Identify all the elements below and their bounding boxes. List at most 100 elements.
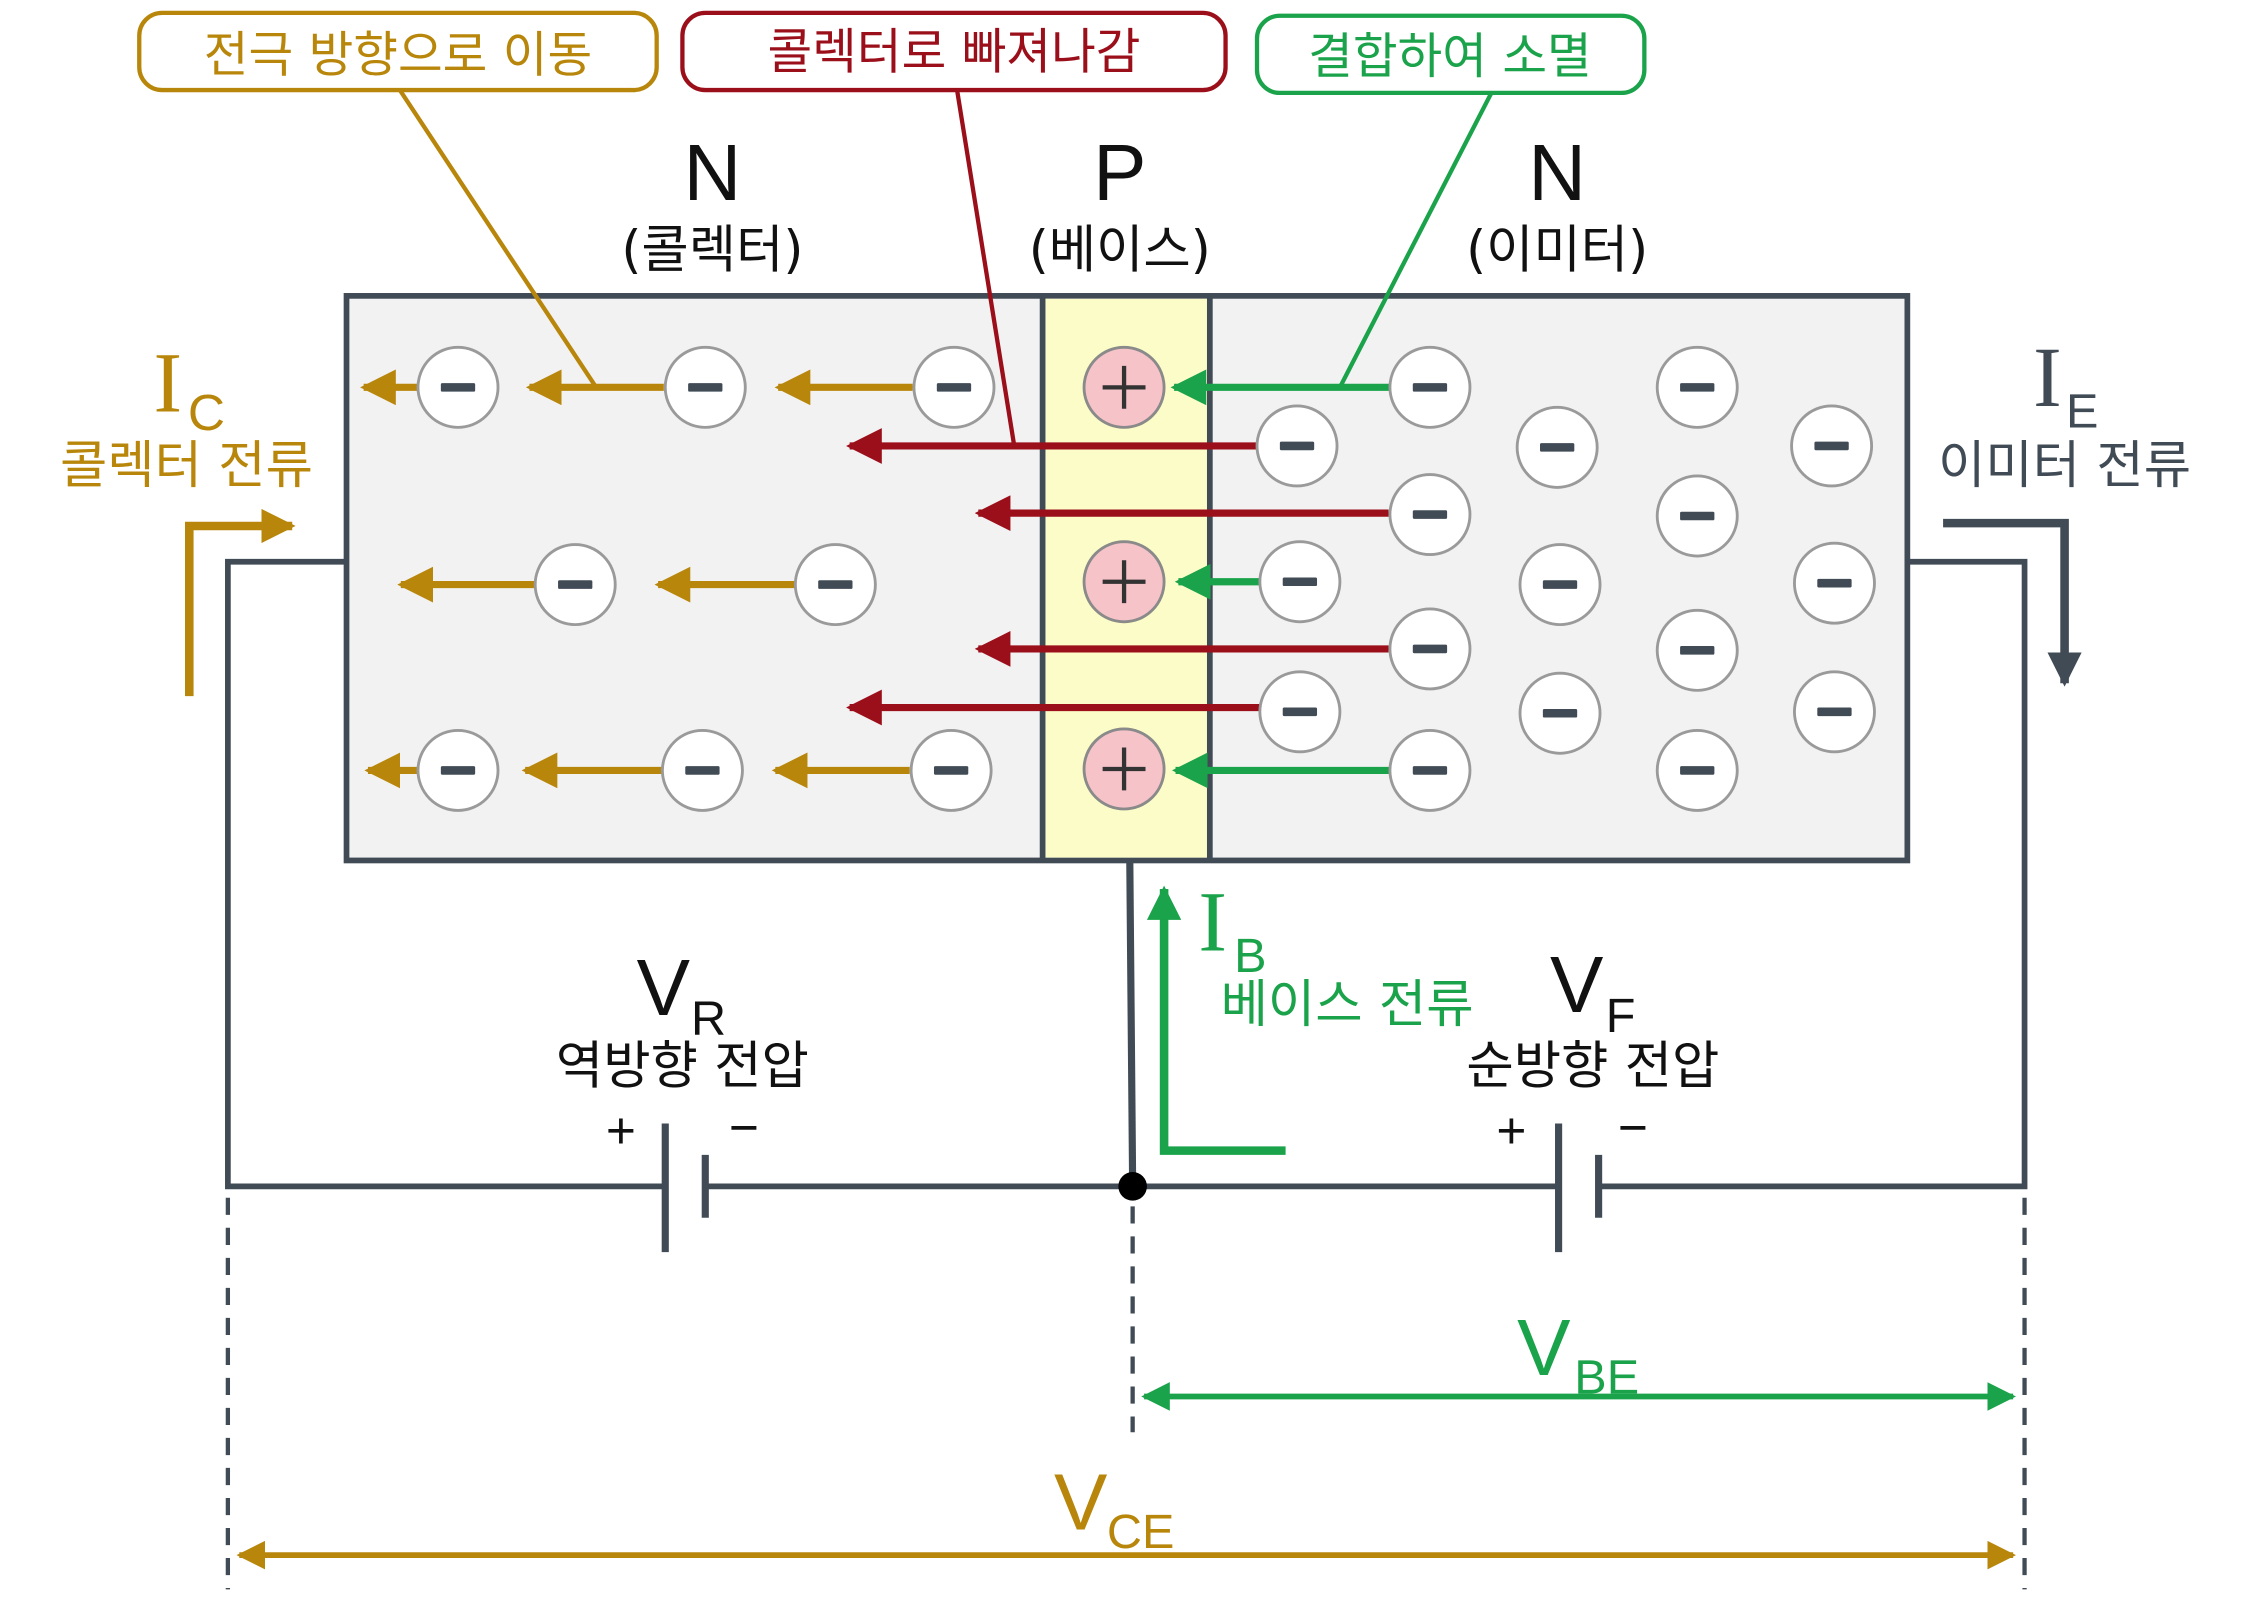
electron [660, 728, 744, 812]
svg-text:(베이스): (베이스) [1029, 220, 1211, 280]
minus-sign-icon [818, 580, 853, 589]
minus-sign-icon [440, 766, 476, 775]
minus-sign-icon [1817, 578, 1852, 588]
base-wire [1126, 860, 1137, 1187]
hole [1082, 727, 1166, 811]
minus-sign-icon [1542, 580, 1578, 589]
svg-text:결합하여 소멸: 결합하여 소멸 [1308, 29, 1592, 85]
svg-text:V: V [1550, 940, 1604, 1029]
svg-text:N: N [1528, 128, 1586, 217]
minus-sign-icon [1542, 708, 1578, 718]
svg-text:+: + [606, 1101, 636, 1159]
reverse-voltage-subscript: R [691, 992, 726, 1046]
minus-sign-icon [1282, 577, 1318, 587]
svg-text:I: I [1198, 875, 1227, 970]
electron [1655, 474, 1739, 558]
callout-box-red [680, 10, 1228, 93]
electron [1518, 671, 1602, 755]
minus-sign-icon [1412, 510, 1448, 519]
plus-sign-icon [1102, 747, 1146, 791]
circuit-wires [225, 558, 2028, 1253]
svg-text:역방향 전압: 역방향 전압 [556, 1036, 809, 1096]
electron [1388, 345, 1472, 429]
region-labels: N (콜렉터) P (베이스) N (이미터) [621, 128, 1648, 280]
electron [1518, 543, 1602, 627]
svg-text:이미터 전류: 이미터 전류 [1938, 436, 2191, 496]
svg-text:(이미터): (이미터) [1466, 220, 1648, 280]
minus-sign-icon [1540, 443, 1575, 452]
base-name-label: (베이스) [1029, 220, 1211, 280]
svg-text:F: F [1606, 989, 1636, 1043]
vbe-span: V BE [1141, 1303, 2016, 1411]
electron [1655, 728, 1739, 812]
carrier-flow-arrows [360, 369, 1390, 789]
minus-sign-icon [1279, 441, 1315, 451]
base-current-arrow [1146, 885, 1286, 1155]
svg-text:C: C [188, 383, 225, 441]
electron [1790, 404, 1874, 488]
callout-leader-gold [396, 86, 598, 388]
emitter-type-label: N [1528, 128, 1586, 217]
electron [1258, 540, 1342, 624]
svg-text:BE: BE [1574, 1351, 1639, 1405]
collector-current-arrow [184, 508, 296, 697]
electron [416, 345, 500, 429]
callout-text-recombine: 결합하여 소멸 [1308, 29, 1592, 85]
callout-leader-green [1337, 89, 1495, 389]
electron [1255, 404, 1339, 488]
callout-exit-to-collector: 콜렉터로 빠져나감 [680, 10, 1228, 445]
minus-sign-icon [936, 383, 972, 392]
electron [793, 543, 877, 627]
electron [909, 728, 993, 812]
svg-text:순방향 전압: 순방향 전압 [1466, 1036, 1719, 1096]
forward-voltage-plus: + [1496, 1101, 1526, 1159]
svg-text:V: V [1517, 1303, 1571, 1392]
electron [1793, 670, 1876, 754]
hole [1082, 540, 1166, 624]
collector-current: I C 콜렉터 전류 [60, 336, 313, 697]
collector-current-label: 콜렉터 전류 [60, 436, 313, 496]
minus-sign-icon [1680, 766, 1715, 775]
vce-symbol: V [1054, 1457, 1108, 1546]
electron [1388, 473, 1472, 557]
callout-box-green [1254, 13, 1647, 96]
svg-text:콜렉터로 빠져나감: 콜렉터로 빠져나감 [767, 25, 1140, 81]
hole [1082, 345, 1166, 429]
electron [533, 543, 617, 627]
vce-subscript: CE [1107, 1505, 1174, 1559]
forward-voltage-subscript: F [1606, 989, 1636, 1043]
electron [663, 345, 747, 429]
reverse-voltage-plus: + [606, 1101, 636, 1159]
minus-sign-icon [1680, 383, 1715, 392]
svg-text:V: V [637, 943, 691, 1032]
callout-recombine: 결합하여 소멸 [1254, 13, 1647, 389]
collector-current-subscript: C [188, 383, 225, 441]
minus-sign-icon [1412, 766, 1448, 775]
base-type-label: P [1093, 128, 1146, 217]
collector-name-label: (콜렉터) [621, 220, 803, 280]
vce-span: V CE [236, 1457, 2016, 1570]
electron [1515, 405, 1599, 489]
svg-text:V: V [1054, 1457, 1108, 1546]
svg-text:CE: CE [1107, 1505, 1174, 1559]
collector-wire [225, 558, 666, 1190]
electron [1388, 728, 1472, 812]
minus-sign-icon [1814, 441, 1849, 451]
plus-sign-icon [1102, 365, 1146, 409]
electron [1655, 608, 1739, 692]
svg-text:N: N [684, 128, 742, 217]
svg-text:(콜렉터): (콜렉터) [621, 220, 803, 280]
minus-sign-icon [1412, 383, 1448, 392]
reverse-voltage-symbol: V [637, 943, 691, 1032]
callout-text-move: 전극 방향으로 이동 [204, 27, 592, 83]
svg-text:베이스 전류: 베이스 전류 [1221, 975, 1474, 1035]
forward-voltage-label: 순방향 전압 [1466, 1036, 1719, 1096]
base-current-label: 베이스 전류 [1221, 975, 1474, 1035]
measurement-guides [225, 1197, 2027, 1590]
svg-text:−: − [729, 1098, 759, 1156]
collector-current-symbol: I [154, 336, 183, 431]
svg-text:I: I [154, 336, 183, 431]
electron [1793, 541, 1876, 625]
electron [416, 728, 500, 812]
